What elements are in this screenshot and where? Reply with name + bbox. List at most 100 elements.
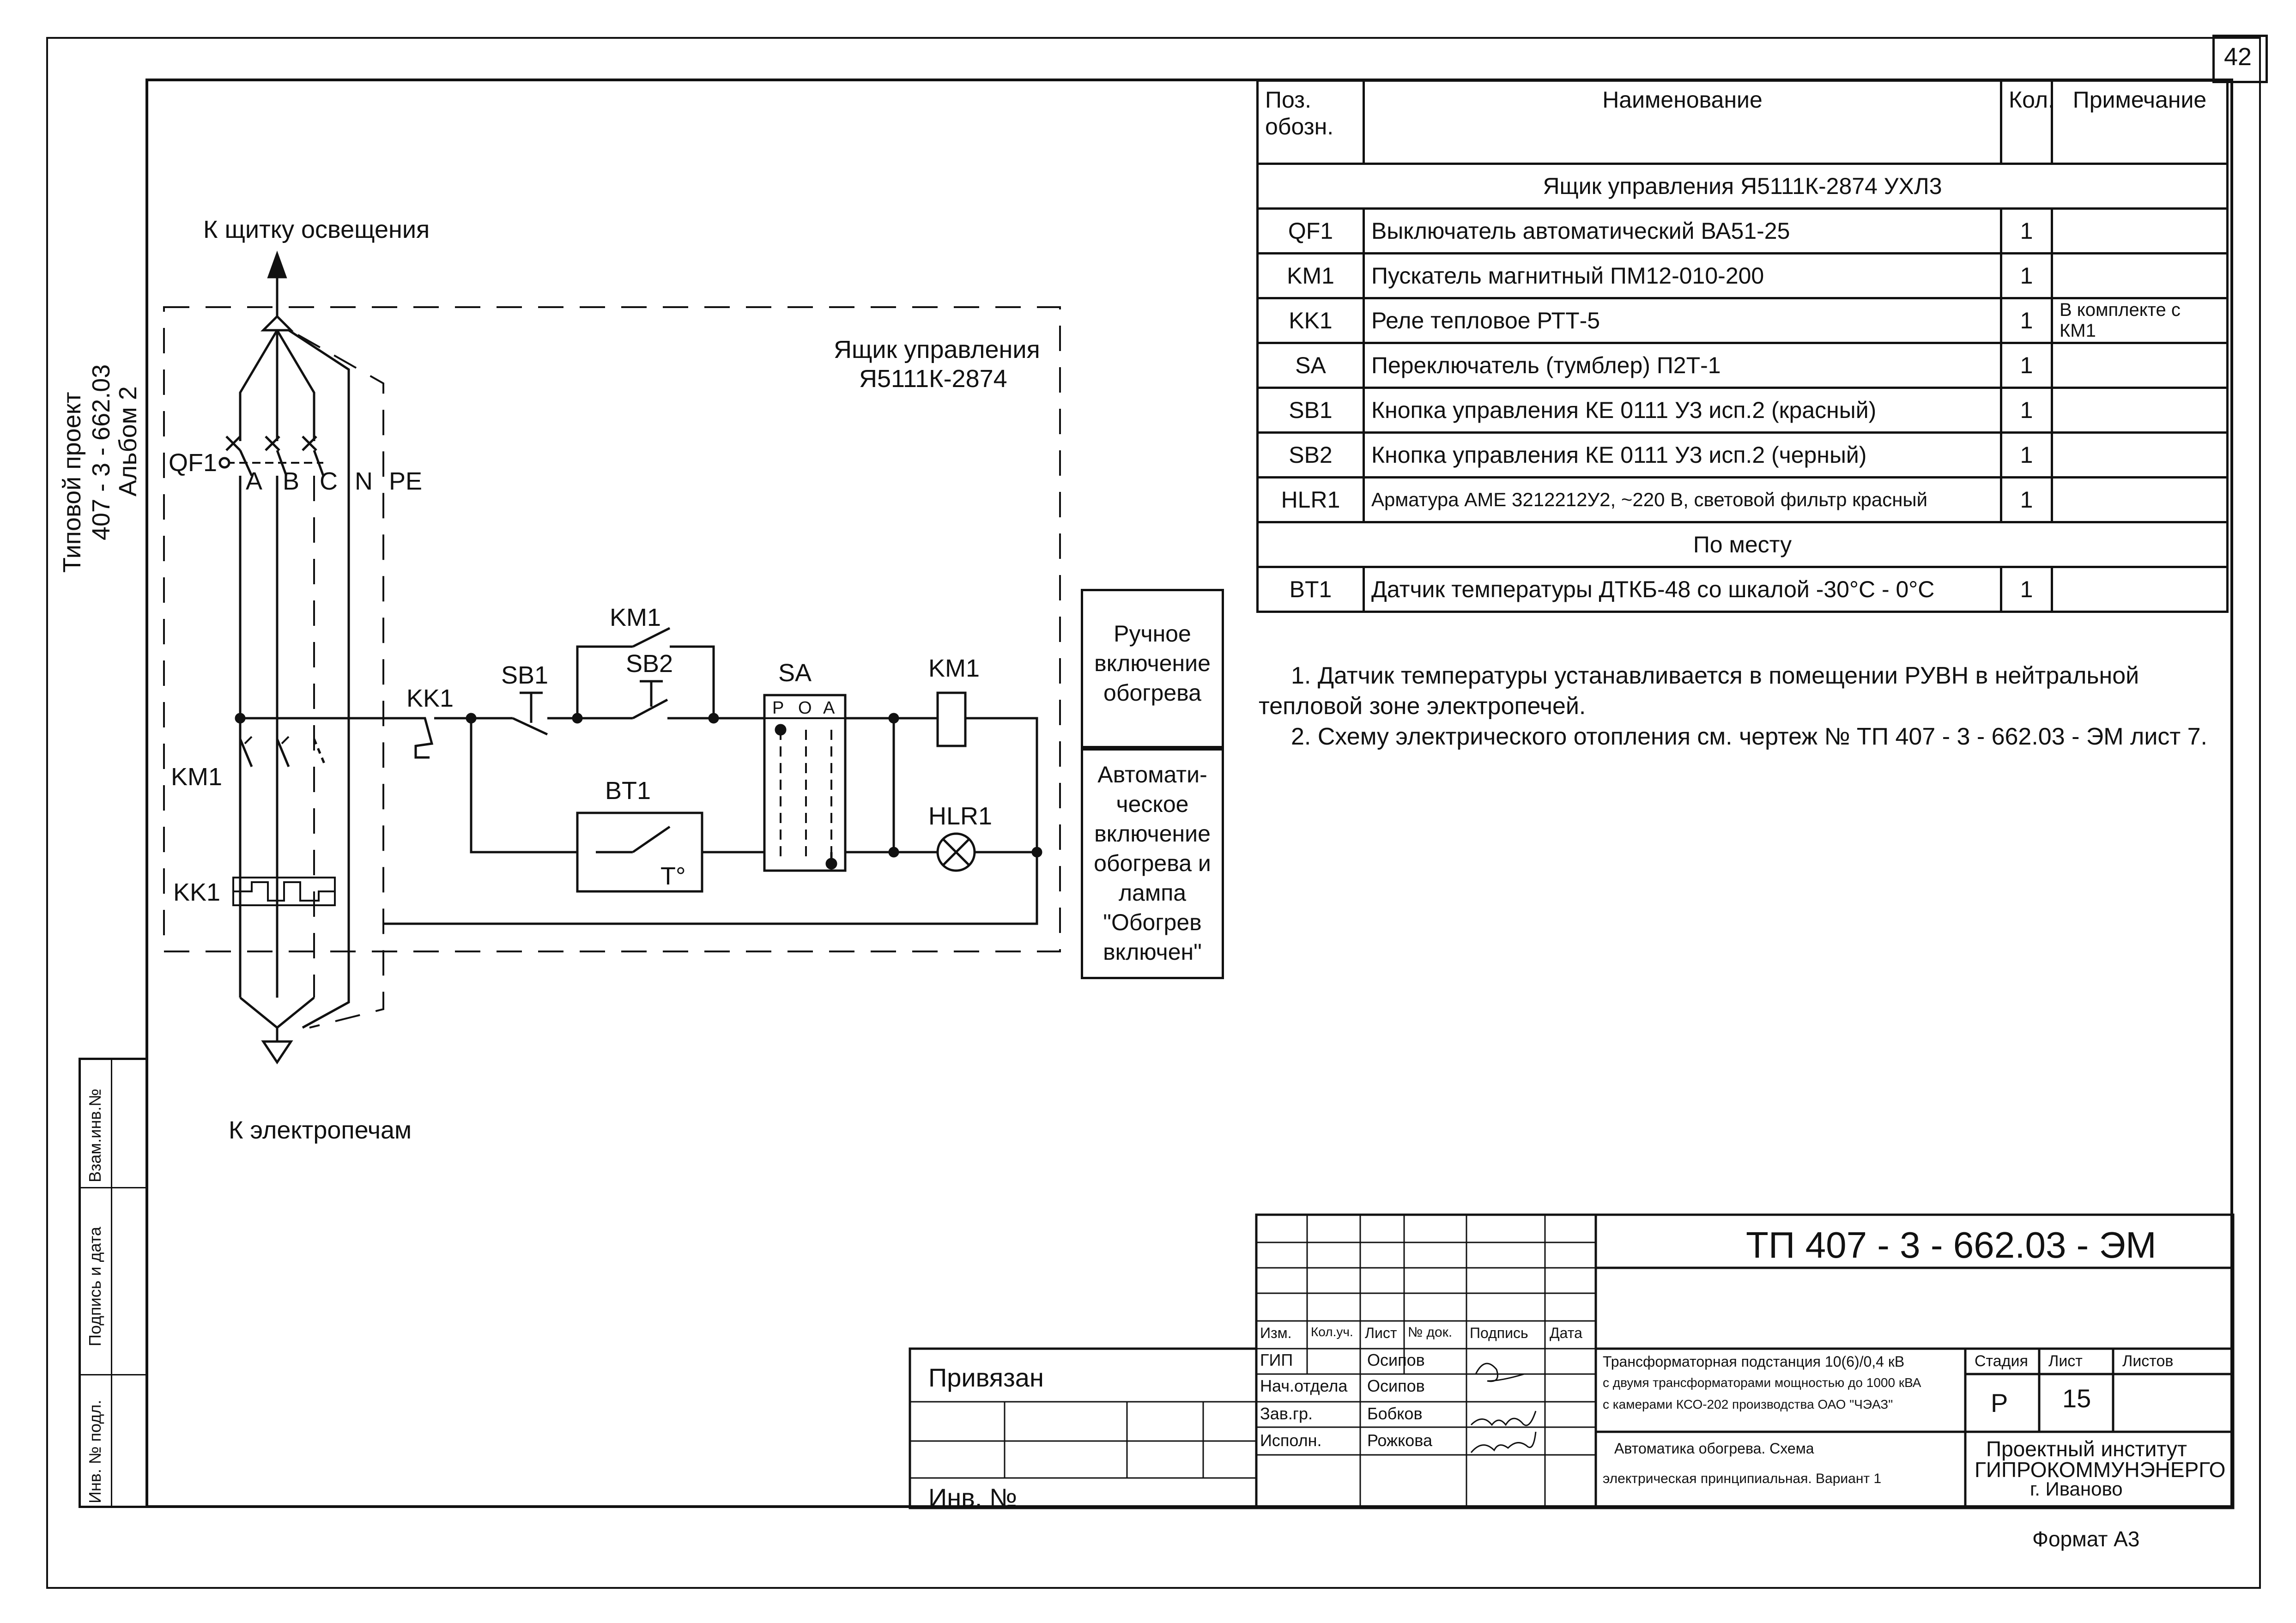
- row-qty: 1: [2000, 431, 2053, 478]
- sheets-label: Листов: [2122, 1352, 2174, 1370]
- feed-top-triangle: [260, 315, 294, 332]
- sa-label: SA: [778, 659, 812, 687]
- col-podpis: Подпись: [1470, 1325, 1528, 1341]
- row-pos: HLR1: [1256, 476, 1365, 523]
- left-stamp-divider-2: [79, 1374, 148, 1375]
- sa-a-label: А: [823, 698, 835, 718]
- km1-top-label: KM1: [610, 604, 661, 631]
- header-qty: Кол.: [2000, 79, 2054, 165]
- sb1-label: SB1: [501, 661, 548, 689]
- km1-main-label: KM1: [171, 763, 222, 791]
- bus-pe: [297, 334, 384, 1029]
- privyazan-label: Привязан: [928, 1363, 1044, 1392]
- stage-value: Р: [1991, 1388, 2008, 1417]
- t-label: T°: [660, 862, 686, 890]
- junction-dot: [235, 713, 246, 724]
- row-qty: 1: [2000, 297, 2053, 344]
- table-row: SB2 Кнопка управления КЕ 0111 У3 исп.2 (…: [1256, 431, 2229, 478]
- row-qty: 1: [2000, 387, 2053, 434]
- table-row: SA Переключатель (тумблер) П2Т-1 1: [1256, 342, 2229, 389]
- col-izm: Изм.: [1260, 1325, 1292, 1341]
- name-2: Осипов: [1367, 1376, 1425, 1395]
- role-ispoln: Исполн.: [1260, 1431, 1322, 1450]
- col-data: Дата: [1550, 1325, 1582, 1341]
- km1-coil-label: KM1: [928, 654, 980, 682]
- header-name: Наименование: [1363, 79, 2002, 165]
- feed-bottom-triangle: [261, 1040, 293, 1065]
- row-qty: 1: [2000, 476, 2053, 523]
- km1-main-contacts: [239, 736, 327, 767]
- row-name: Переключатель (тумблер) П2Т-1: [1363, 342, 2002, 389]
- sheet-title-1: Автоматика обогрева. Схема: [1614, 1440, 1814, 1457]
- row-qty: 1: [2000, 566, 2053, 613]
- row-pos: SB2: [1256, 431, 1365, 478]
- row-name: Кнопка управления КЕ 0111 У3 исп.2 (черн…: [1363, 431, 2002, 478]
- col-koluch: Кол.уч.: [1311, 1325, 1353, 1339]
- format-label: Формат А3: [2032, 1527, 2140, 1551]
- sheet-value: 15: [2062, 1384, 2091, 1413]
- spec-table: Поз. обозн. Наименование Кол. Примечание…: [1256, 79, 2229, 613]
- stage-label: Стадия: [1975, 1352, 2028, 1370]
- object-line-1: Трансформаторная подстанция 10(6)/0,4 кВ: [1603, 1353, 1905, 1370]
- header-note: Примечание: [2051, 79, 2229, 165]
- sa-switch-body: [763, 694, 847, 872]
- col-ndok: № док.: [1408, 1325, 1453, 1340]
- arrow-up-icon: [267, 250, 287, 279]
- row-name: Пускатель магнитный ПМ12-010-200: [1363, 252, 2002, 299]
- inv-no-label: Инв. №: [928, 1483, 1018, 1512]
- row-pos: SB1: [1256, 387, 1365, 434]
- row-pos: SA: [1256, 342, 1365, 389]
- row-note: [2051, 252, 2229, 299]
- row-name: Реле тепловое РТТ-5: [1363, 297, 2002, 344]
- row-note: [2051, 387, 2229, 434]
- table-row: HLR1 Арматура АМЕ 3212212У2, ~220 В, све…: [1256, 476, 2229, 523]
- box-title-2: Я5111К-2874: [859, 365, 1007, 393]
- hlr1-label: HLR1: [928, 802, 992, 830]
- box-title-1: Ящик управления: [834, 336, 1040, 363]
- row-pos: KM1: [1256, 252, 1365, 299]
- control-box-outline: [163, 306, 1061, 952]
- table-row: KM1 Пускатель магнитный ПМ12-010-200 1: [1256, 252, 2229, 299]
- outer-sheet-border: [46, 37, 2261, 1589]
- to-furnaces-label: К электропечам: [229, 1116, 412, 1144]
- sb1-button: [471, 691, 548, 736]
- phase-a-label: A: [246, 467, 262, 495]
- name-4: Рожкова: [1367, 1431, 1433, 1450]
- sa-o-label: О: [798, 698, 812, 718]
- sheet-title-2: электрическая принципиальная. Вариант 1: [1603, 1471, 1882, 1486]
- row-name: Датчик температуры ДТКБ-48 со шкалой -30…: [1363, 566, 2002, 613]
- group-on-site: По месту: [1256, 521, 2229, 568]
- table-row: BT1 Датчик температуры ДТКБ-48 со шкалой…: [1256, 566, 2229, 613]
- n-label: N: [355, 467, 373, 495]
- pe-label: PE: [389, 467, 422, 495]
- row-name: Выключатель автоматический ВА51-25: [1363, 207, 2002, 254]
- notes-block: 1. Датчик температуры устанавливается в …: [1259, 660, 2207, 752]
- org-line-2: ГИПРОКОММУНЭНЕРГО: [1975, 1458, 2226, 1482]
- object-line-3: с камерами КСО-202 производства ОАО "ЧЭА…: [1603, 1397, 1893, 1411]
- qf1-breaker: [218, 436, 325, 477]
- auto-heating-box: Автомати-ческое включение обогрева и лам…: [1081, 748, 1224, 979]
- row-note: [2051, 342, 2229, 389]
- phase-c-label: C: [320, 467, 338, 495]
- object-line-2: с двумя трансформаторами мощностью до 10…: [1603, 1375, 1921, 1390]
- row-note: [2051, 207, 2229, 254]
- page-number: 42: [2224, 43, 2252, 71]
- kk1-ctrl-label: KK1: [406, 684, 454, 712]
- auto-heating-label: Автомати-ческое включение обогрева и лам…: [1094, 762, 1211, 965]
- row-note: В комплекте с КМ1: [2051, 297, 2229, 344]
- manual-heating-box: Ручное включение обогрева: [1081, 589, 1224, 748]
- org-line-3: г. Иваново: [2030, 1478, 2123, 1500]
- row-note: [2051, 431, 2229, 478]
- table-row: QF1 Выключатель автоматический ВА51-25 1: [1256, 207, 2229, 254]
- kk1-thermal-element: [232, 877, 336, 906]
- bt1-label: BT1: [605, 777, 651, 805]
- sheet-label: Лист: [2048, 1352, 2083, 1370]
- phase-b-label: B: [283, 467, 299, 495]
- role-nach: Нач.отдела: [1260, 1376, 1348, 1395]
- org-line-1: Проектный институт: [1986, 1437, 2187, 1461]
- note-1-cont: тепловой зоне электропечей.: [1259, 693, 1586, 720]
- doc-code: ТП 407 - 3 - 662.03 - ЭМ: [1746, 1224, 2157, 1266]
- row-qty: 1: [2000, 252, 2053, 299]
- kk1-main-label: KK1: [173, 878, 220, 906]
